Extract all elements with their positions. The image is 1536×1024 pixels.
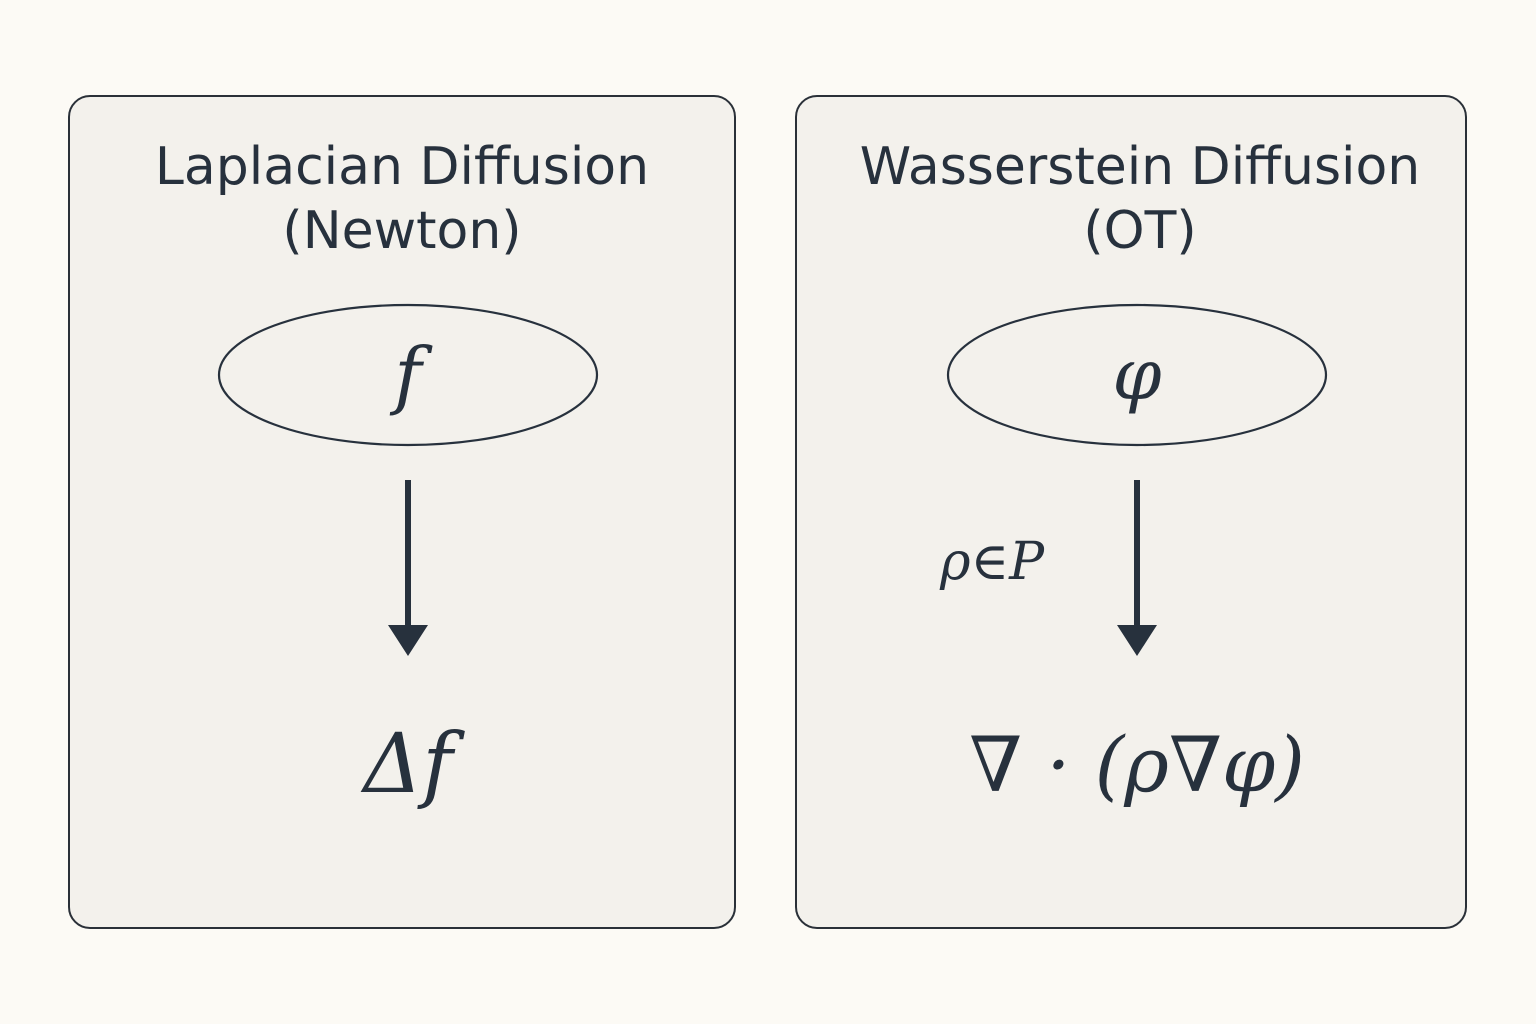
wasserstein-node-label: φ xyxy=(1112,334,1162,416)
wasserstein-arrow-label: ρ∈P xyxy=(940,532,1045,592)
wasserstein-title-line2: (OT) xyxy=(1083,201,1197,261)
wasserstein-result: ∇ · (ρ∇φ) xyxy=(969,720,1305,809)
laplacian-title-line2: (Newton) xyxy=(282,201,522,261)
laplacian-panel xyxy=(68,95,736,929)
wasserstein-title-line1: Wasserstein Diffusion xyxy=(859,137,1421,197)
laplacian-node-label: f xyxy=(394,332,422,418)
wasserstein-panel xyxy=(795,95,1467,929)
laplacian-result: Δf xyxy=(363,717,453,812)
laplacian-title-line1: Laplacian Diffusion xyxy=(154,137,650,197)
